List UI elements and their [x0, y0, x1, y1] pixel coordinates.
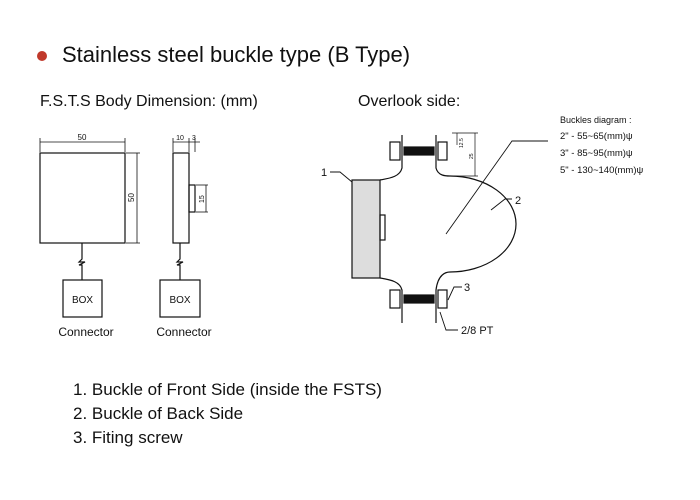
- fsts-side-body: [172, 152, 190, 244]
- box-front: [62, 279, 103, 318]
- dim-small: 12.5: [459, 138, 465, 148]
- height-dim: 50: [127, 193, 136, 202]
- thread-leader: [439, 311, 458, 331]
- buckle-size-5in: 5" - 130~140(mm)ψ: [560, 165, 644, 176]
- back-buckle-2: [435, 135, 517, 323]
- body-dimension-label: F.S.T.S Body Dimension: (mm): [40, 93, 258, 110]
- callout-1-leader: [330, 171, 353, 183]
- cable-line: [175, 243, 184, 280]
- overlook-label: Overlook side:: [358, 93, 461, 110]
- cable-line: [77, 243, 86, 280]
- fsts-front-body: [39, 152, 126, 244]
- legend-item-1: 1. Buckle of Front Side (inside the FSTS…: [73, 380, 382, 399]
- connector-label: Connector: [58, 325, 113, 339]
- legend-item-2: 2. Buckle of Back Side: [73, 404, 244, 423]
- front-buckle-bottom: [379, 277, 403, 323]
- callout-3: 3: [464, 282, 470, 294]
- box-side: [159, 279, 201, 318]
- legend-item-3: 3. Fiting screw: [73, 428, 183, 447]
- tab-height-dim: 15: [199, 195, 206, 203]
- page-title: Stainless steel buckle type (B Type): [62, 42, 411, 67]
- width-dim: 50: [78, 133, 87, 142]
- callout-2: 2: [515, 195, 521, 207]
- callout-3-leader: [447, 286, 462, 301]
- box-label: BOX: [169, 295, 190, 306]
- callout-1: 1: [321, 167, 327, 179]
- top-bolt: [389, 141, 448, 161]
- tab-depth-dim: 3: [192, 135, 196, 142]
- side-tab: [188, 184, 196, 213]
- front-view: 50 50 BOX Connector: [39, 133, 140, 339]
- connector-label: Connector: [156, 325, 211, 339]
- dim-large: 25: [469, 153, 475, 159]
- buckles-diagram-title: Buckles diagram :: [560, 115, 632, 125]
- depth-dim: 10: [176, 135, 184, 142]
- callout-2-leader: [445, 140, 548, 235]
- buckle-size-2in: 2" - 55~65(mm)ψ: [560, 131, 633, 142]
- bullet-dot: [37, 51, 47, 61]
- thread-label: 2/8 PT: [461, 325, 494, 337]
- side-view: 10 3 15 BOX Connector: [156, 135, 211, 339]
- front-buckle-top: [379, 135, 403, 181]
- box-label: BOX: [72, 295, 93, 306]
- fsts-body-section: [351, 179, 381, 279]
- buckle-size-3in: 3" - 85~95(mm)ψ: [560, 148, 633, 159]
- overlook-view: 12.5 25 1 2 3 2/8 PT: [321, 132, 548, 337]
- bottom-bolt: [389, 289, 448, 309]
